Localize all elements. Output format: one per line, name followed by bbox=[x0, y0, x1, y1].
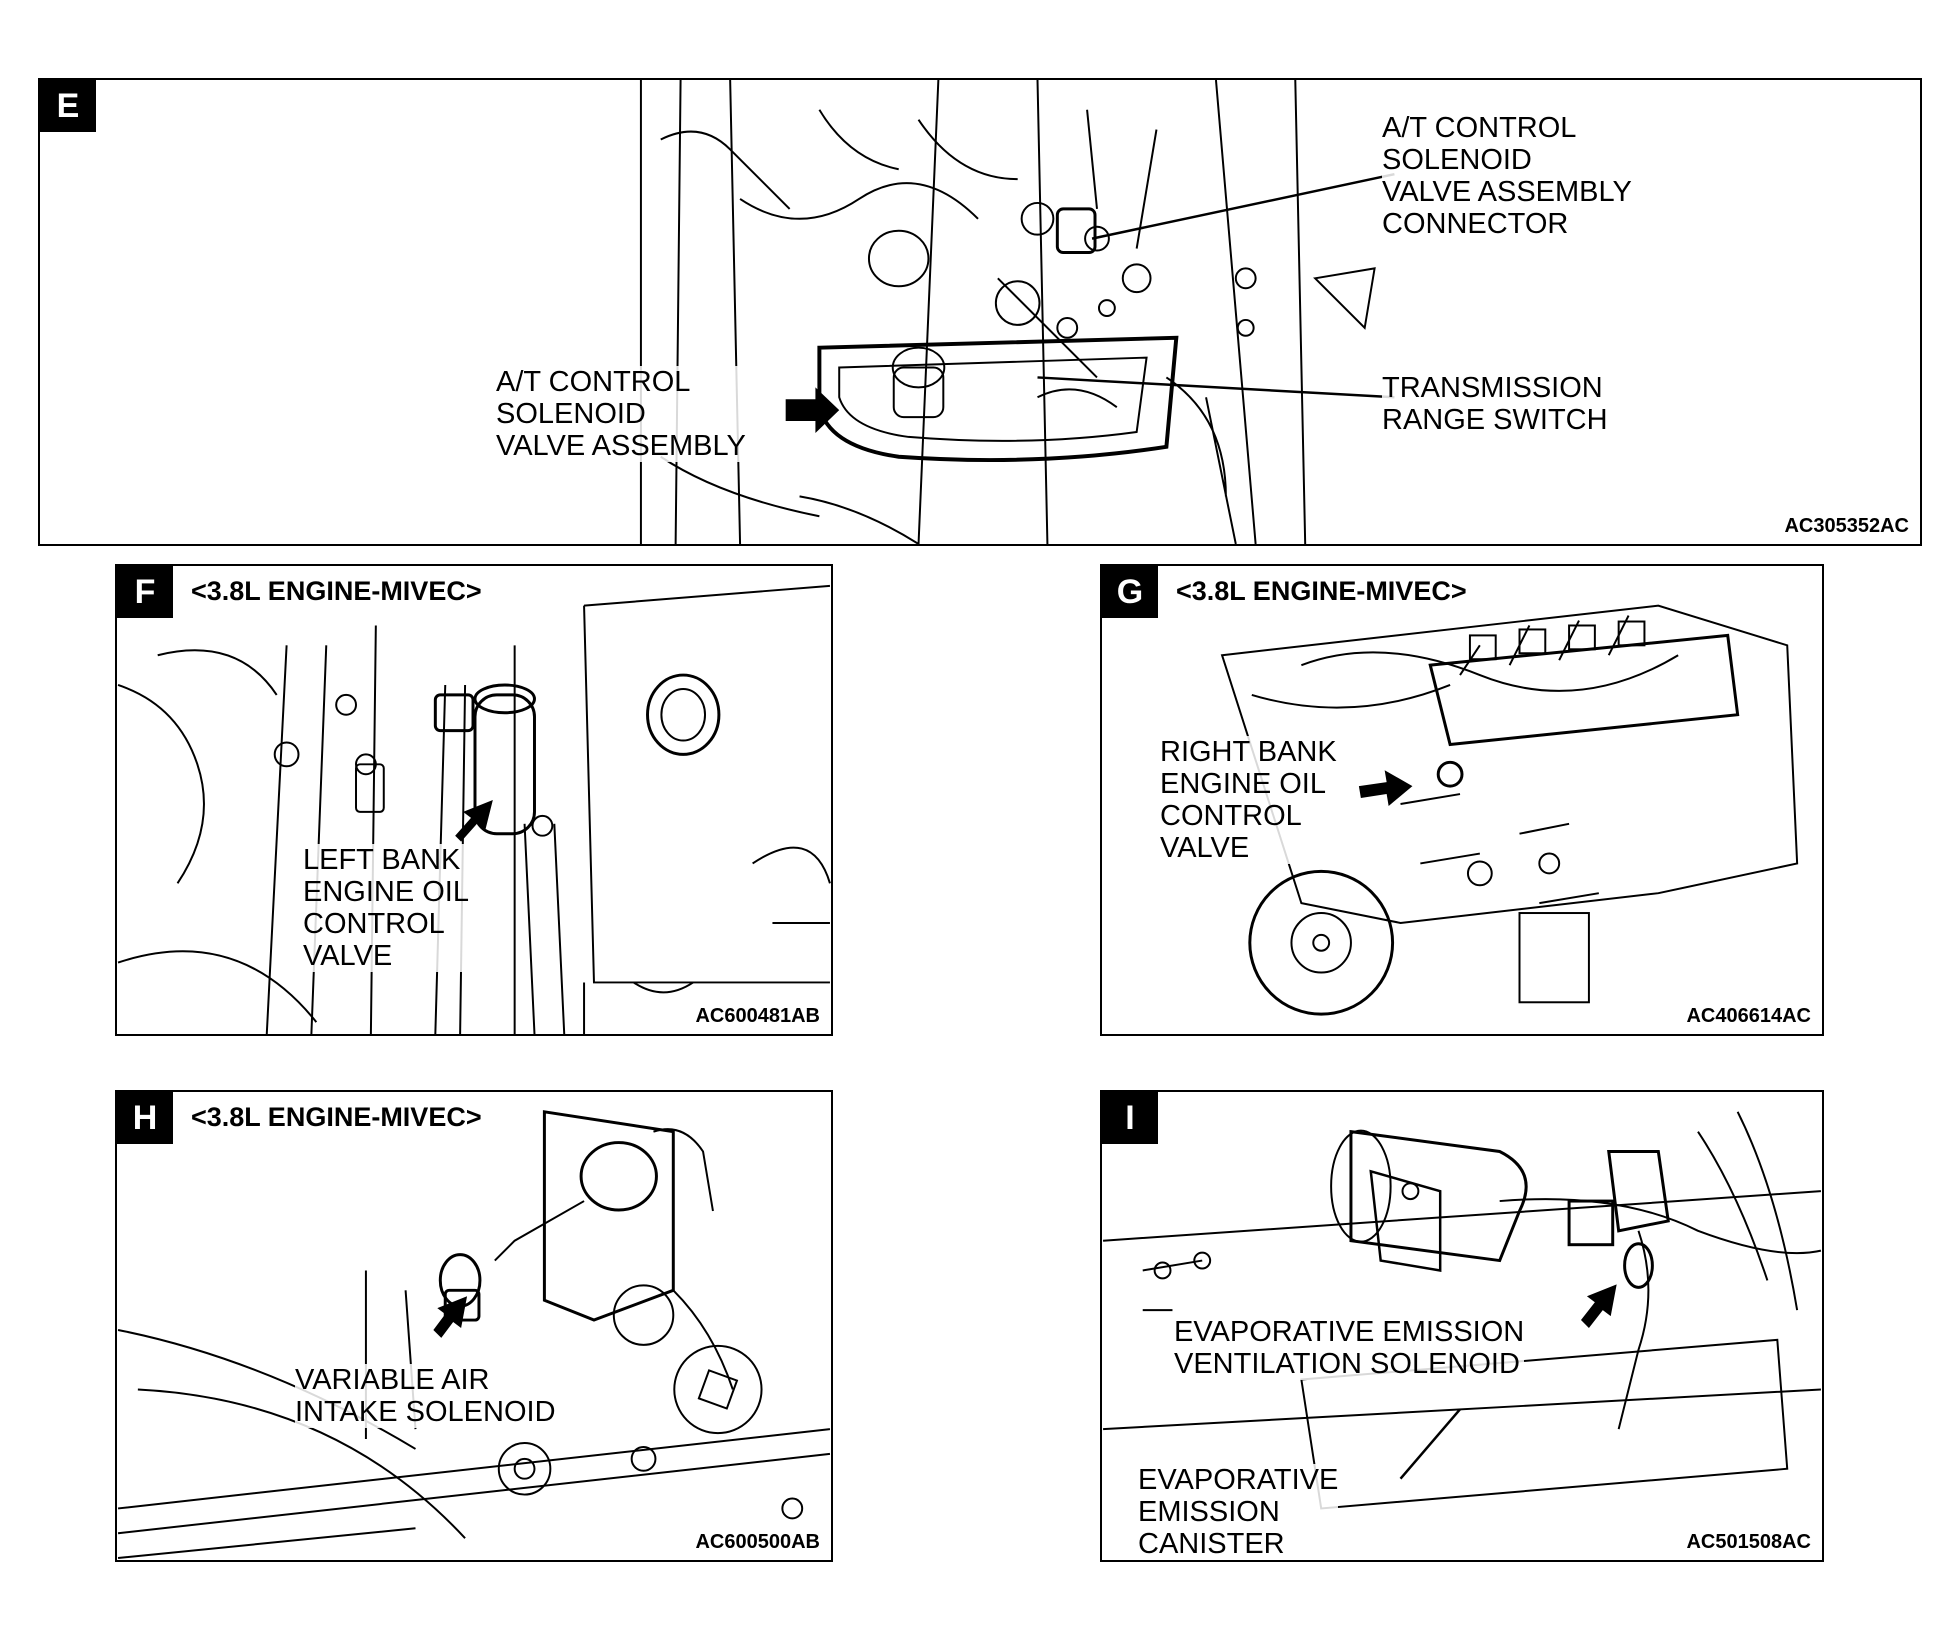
panel-i: I EVAPORATIVE EMISSION VENTILATION SOLEN… bbox=[1100, 1090, 1824, 1562]
panel-f: F <3.8L ENGINE-MIVEC> LEFT BANK ENGINE O… bbox=[115, 564, 833, 1036]
canister-label-line: EVAPORATIVE bbox=[1138, 1464, 1339, 1496]
panel-g-illustration bbox=[1220, 604, 1799, 1016]
solenoid-valve-label-line: A/T CONTROL bbox=[496, 366, 691, 398]
panel-h-letter: H bbox=[117, 1092, 173, 1144]
panel-h-illustration bbox=[117, 1110, 831, 1560]
panel-f-letter: F bbox=[117, 566, 173, 618]
panel-g-letter: G bbox=[1102, 566, 1158, 618]
right-bank-valve-label-line: RIGHT BANK bbox=[1160, 736, 1337, 768]
solenoid-valve-label-line: SOLENOID bbox=[496, 398, 646, 430]
range-switch-label-line: RANGE SWITCH bbox=[1382, 404, 1608, 436]
left-bank-valve-label: LEFT BANK ENGINE OIL CONTROL VALVE bbox=[303, 844, 469, 972]
panel-f-code: AC600481AB bbox=[692, 1005, 823, 1028]
variable-air-intake-label: VARIABLE AIR INTAKE SOLENOID bbox=[295, 1364, 556, 1428]
panel-i-letter: I bbox=[1102, 1092, 1158, 1144]
left-bank-valve-label-line: CONTROL bbox=[303, 908, 445, 940]
panel-g-code: AC406614AC bbox=[1683, 1005, 1814, 1028]
range-switch-label: TRANSMISSION RANGE SWITCH bbox=[1382, 372, 1608, 436]
right-bank-valve-label-line: CONTROL bbox=[1160, 800, 1302, 832]
connector-label-line: SOLENOID bbox=[1382, 144, 1532, 176]
connector-label-line: VALVE ASSEMBLY bbox=[1382, 176, 1632, 208]
canister-label-line: CANISTER bbox=[1138, 1528, 1285, 1560]
ventilation-solenoid-label: EVAPORATIVE EMISSION VENTILATION SOLENOI… bbox=[1174, 1316, 1525, 1380]
range-switch-label-line: TRANSMISSION bbox=[1382, 372, 1603, 404]
connector-label-line: A/T CONTROL bbox=[1382, 112, 1577, 144]
left-bank-valve-label-line: LEFT BANK bbox=[303, 844, 461, 876]
panel-g-engine-tag: <3.8L ENGINE-MIVEC> bbox=[1172, 576, 1471, 607]
connector-label-line: CONNECTOR bbox=[1382, 208, 1569, 240]
canister-label-line: EMISSION bbox=[1138, 1496, 1280, 1528]
panel-i-code: AC501508AC bbox=[1683, 1531, 1814, 1554]
panel-h: H <3.8L ENGINE-MIVEC> VARIABLE AIR INTAK… bbox=[115, 1090, 833, 1562]
panel-g: G <3.8L ENGINE-MIVEC> RIGHT BANK ENGINE … bbox=[1100, 564, 1824, 1036]
panel-h-code: AC600500AB bbox=[692, 1531, 823, 1554]
panel-h-engine-tag: <3.8L ENGINE-MIVEC> bbox=[187, 1102, 486, 1133]
canister-label: EVAPORATIVE EMISSION CANISTER bbox=[1138, 1464, 1339, 1560]
panel-e: E A/T CONTROL SOLENOID VALVE ASSEMBLY CO… bbox=[38, 78, 1922, 546]
right-bank-valve-label-line: VALVE bbox=[1160, 832, 1250, 864]
variable-air-intake-label-line: VARIABLE AIR bbox=[295, 1364, 490, 1396]
solenoid-valve-label: A/T CONTROL SOLENOID VALVE ASSEMBLY bbox=[496, 366, 746, 462]
left-bank-valve-label-line: VALVE bbox=[303, 940, 393, 972]
variable-air-intake-label-line: INTAKE SOLENOID bbox=[295, 1396, 556, 1428]
right-bank-valve-label: RIGHT BANK ENGINE OIL CONTROL VALVE bbox=[1160, 736, 1337, 864]
panel-f-engine-tag: <3.8L ENGINE-MIVEC> bbox=[187, 576, 486, 607]
panel-i-illustration bbox=[1102, 1111, 1822, 1510]
panel-f-illustration bbox=[117, 584, 831, 1034]
panel-e-illustration bbox=[639, 80, 1395, 544]
right-bank-valve-label-line: ENGINE OIL bbox=[1160, 768, 1326, 800]
panel-e-letter: E bbox=[40, 80, 96, 132]
solenoid-valve-label-line: VALVE ASSEMBLY bbox=[496, 430, 746, 462]
panel-e-code: AC305352AC bbox=[1781, 515, 1912, 538]
ventilation-solenoid-label-line: EVAPORATIVE EMISSION bbox=[1174, 1316, 1525, 1348]
connector-label: A/T CONTROL SOLENOID VALVE ASSEMBLY CONN… bbox=[1382, 112, 1632, 240]
ventilation-solenoid-label-line: VENTILATION SOLENOID bbox=[1174, 1348, 1520, 1380]
left-bank-valve-label-line: ENGINE OIL bbox=[303, 876, 469, 908]
